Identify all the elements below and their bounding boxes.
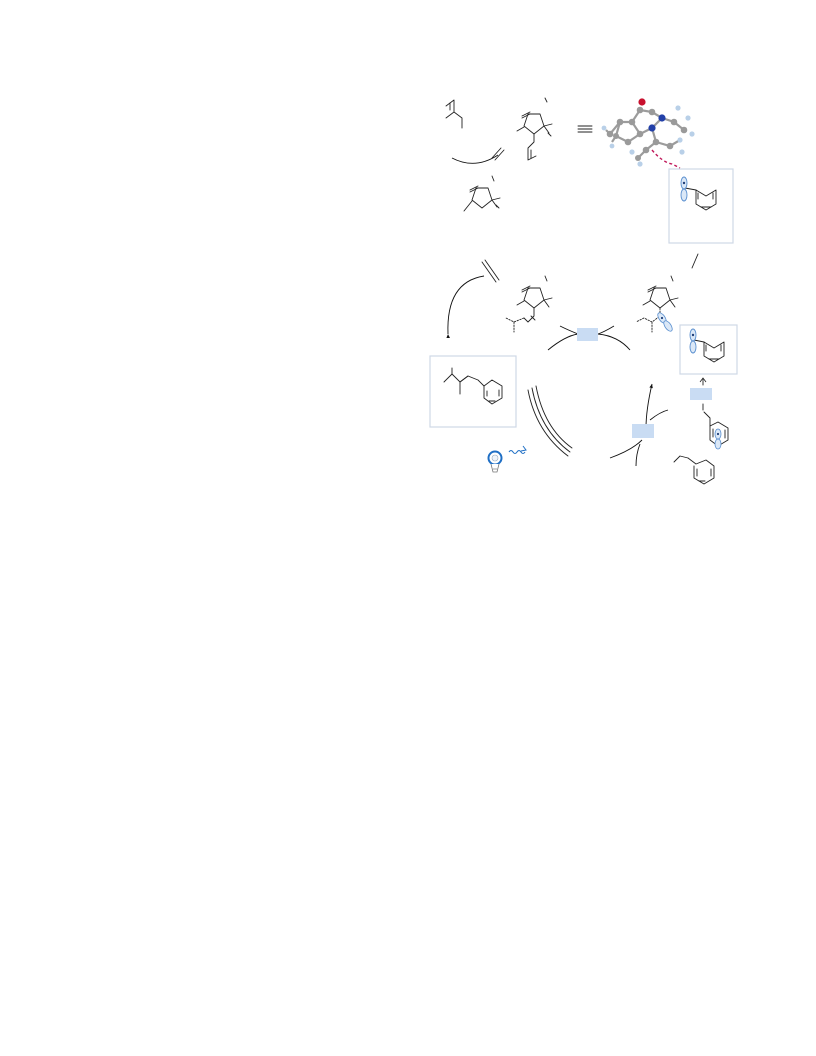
ch-pi-interaction-dashed bbox=[651, 149, 681, 169]
oxygen-atom bbox=[638, 98, 646, 106]
equivalence-sign bbox=[577, 125, 593, 133]
nitrogen-atom bbox=[648, 124, 656, 132]
equilibrium-arrow-left bbox=[481, 259, 500, 283]
set-chip bbox=[577, 328, 598, 341]
electron-transfer-step bbox=[547, 325, 631, 351]
nitrogen-atom bbox=[658, 114, 666, 122]
wavy-arrow-icon bbox=[508, 445, 527, 455]
light-bulb-icon bbox=[487, 450, 503, 473]
excited-photocatalyst-chip bbox=[632, 424, 654, 438]
deprotonation-step bbox=[690, 377, 712, 411]
aryl-radical-box-mid bbox=[679, 324, 738, 375]
aryl-radical-box-top bbox=[668, 168, 734, 244]
model-atoms bbox=[601, 98, 695, 167]
iminium-intermediate bbox=[505, 275, 553, 333]
aldehyde-substrate bbox=[445, 99, 463, 129]
alpha-amino-radical-intermediate bbox=[635, 275, 679, 333]
radical-addition-arrow bbox=[691, 253, 699, 269]
crystal-structure-model bbox=[601, 98, 695, 169]
iminium-ion bbox=[516, 97, 553, 161]
arene-radical-cation bbox=[703, 411, 729, 450]
condensation-arrow bbox=[451, 147, 505, 164]
product-release-arrow bbox=[446, 275, 485, 339]
enamine-catalyst bbox=[463, 175, 501, 212]
photocatalyst-cycle-arrows bbox=[527, 383, 669, 467]
alkylated-product-box bbox=[429, 355, 517, 428]
ethylbenzene-substrate bbox=[673, 455, 715, 485]
